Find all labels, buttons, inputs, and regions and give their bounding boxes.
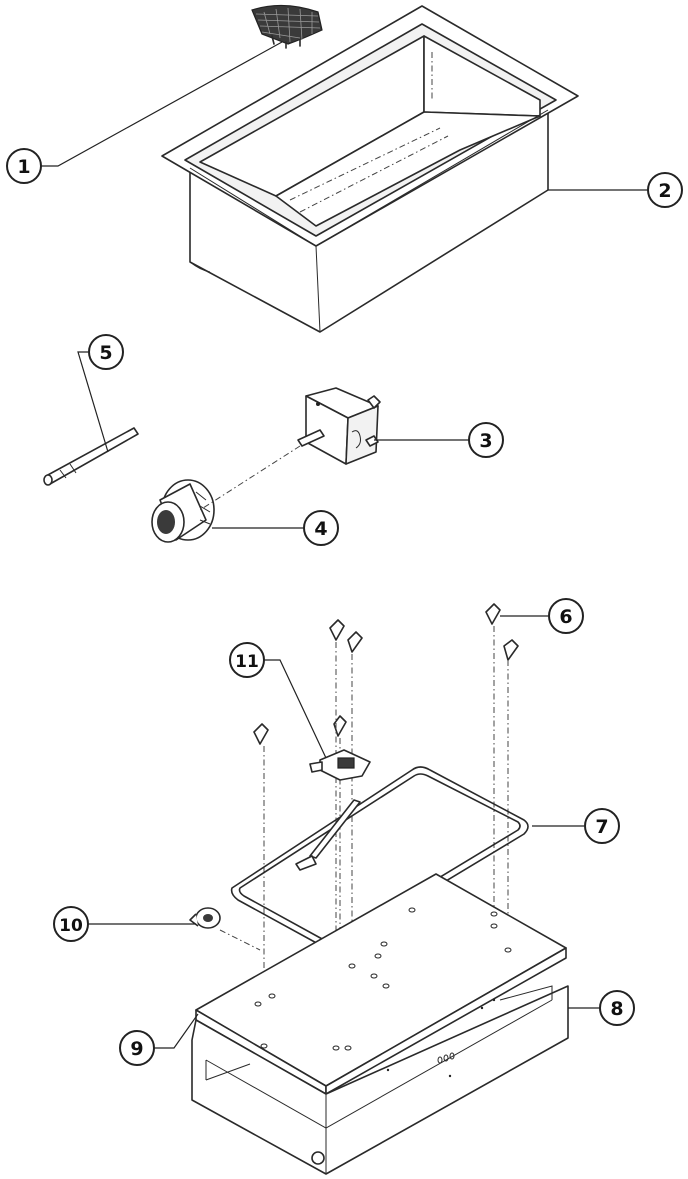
callout-3-label: 3: [479, 430, 492, 452]
callout-9-circle: [119, 1030, 155, 1066]
callout-10: 10: [53, 906, 89, 942]
part-tank: [161, 5, 579, 333]
callout-11-circle: [229, 642, 265, 678]
callout-5-circle: [88, 334, 124, 370]
callout-11: 11: [229, 642, 265, 678]
callout-8: 8: [599, 990, 635, 1026]
callout-9: 9: [119, 1030, 155, 1066]
part-heating-element: [230, 766, 529, 949]
callout-4-label: 4: [314, 518, 327, 540]
part-clips: [253, 603, 519, 745]
callout-1-circle: [6, 148, 42, 184]
callout-2: 2: [647, 172, 683, 208]
part-thermostat: [297, 387, 381, 465]
callout-5: 5: [88, 334, 124, 370]
callout-8-circle: [599, 990, 635, 1026]
callout-9-label: 9: [130, 1038, 143, 1060]
callout-6-circle: [548, 598, 584, 634]
callout-7-circle: [584, 808, 620, 844]
callout-8-label: 8: [610, 998, 623, 1020]
part-clamp: [189, 907, 221, 929]
leader-lines: [40, 41, 650, 1049]
callout-4: 4: [303, 510, 339, 546]
callout-2-circle: [647, 172, 683, 208]
callout-6-label: 6: [559, 606, 572, 628]
callout-1-label: 1: [17, 156, 30, 178]
callout-10-label: 10: [59, 916, 83, 936]
callout-3-circle: [468, 422, 504, 458]
part-rod: [43, 427, 139, 486]
part-base-housing: [191, 985, 569, 1175]
part-mesh-filter: [251, 4, 323, 49]
callout-11-label: 11: [235, 652, 259, 672]
callout-1: 1: [6, 148, 42, 184]
dash-knob-to-thermostat: [199, 445, 301, 511]
part-knob: [151, 479, 215, 543]
callout-6: 6: [548, 598, 584, 634]
callout-5-label: 5: [99, 342, 112, 364]
callout-4-circle: [303, 510, 339, 546]
part-thermal-cutout: [309, 749, 371, 781]
callout-7-label: 7: [595, 816, 608, 838]
callout-7: 7: [584, 808, 620, 844]
callout-2-label: 2: [658, 180, 671, 202]
callout-10-circle: [53, 906, 89, 942]
callout-3: 3: [468, 422, 504, 458]
